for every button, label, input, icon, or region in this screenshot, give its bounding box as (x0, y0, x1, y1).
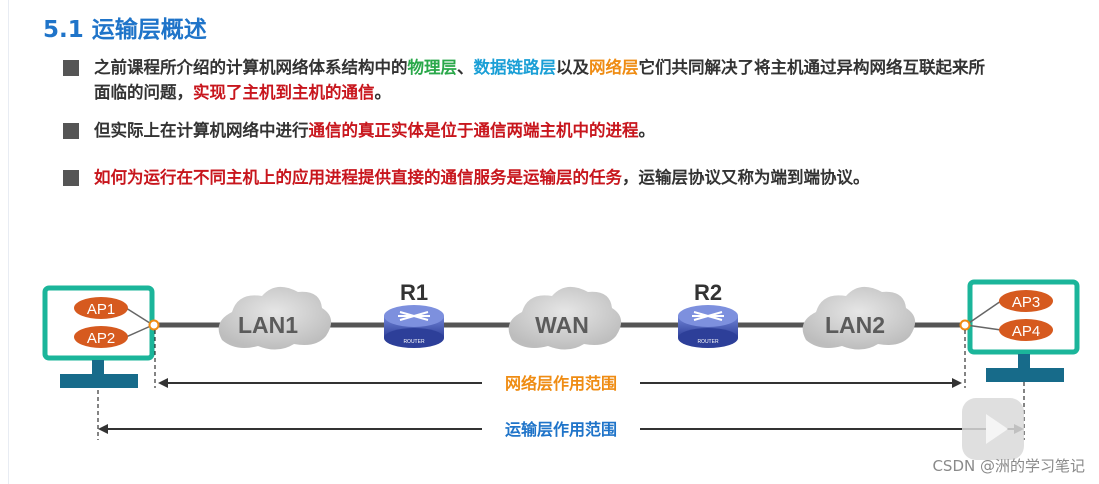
port-dot (148, 319, 160, 331)
transport-scope-label: 运输层作用范围 (505, 420, 617, 439)
bullet-1-segment: 数据链路层 (473, 58, 557, 77)
cloud-lan1-label: LAN1 (238, 312, 298, 338)
router-r1-badge: ROUTER (403, 339, 425, 345)
router-r1: R1 ROUTER (384, 280, 444, 348)
cloud-lan2-label: LAN2 (825, 312, 885, 338)
port-dot (959, 319, 971, 331)
play-icon (986, 414, 1008, 444)
router-r2-badge: ROUTER (697, 339, 719, 345)
bullet-2: 但实际上在计算机网络中进行通信的真正实体是位于通信两端主机中的进程。 (63, 118, 998, 143)
bullet-1-segment: 以及 (556, 58, 589, 77)
transport-scope-arrow: 运输层作用范围 (98, 420, 1024, 439)
bullet-1-segment: 物理层 (407, 58, 458, 77)
bullet-square-icon (63, 170, 79, 186)
bullet-square-icon (63, 123, 79, 139)
bullet-2-segment: 但实际上在计算机网络中进行 (94, 121, 309, 140)
bullet-3-segment: ，运输层协议又称为端到端协议。 (622, 168, 870, 187)
bullet-3: 如何为运行在不同主机上的应用进程提供直接的通信服务是运输层的任务，运输层协议又称… (63, 165, 998, 190)
bullet-2-text: 但实际上在计算机网络中进行通信的真正实体是位于通信两端主机中的进程。 (63, 118, 998, 143)
cloud-wan-label: WAN (535, 312, 589, 338)
bullet-1-segment: 实现了主机到主机的通信 (193, 83, 375, 102)
left-border-line (8, 0, 9, 484)
process-ap3-label: AP3 (1012, 294, 1040, 311)
bullet-3-text: 如何为运行在不同主机上的应用进程提供直接的通信服务是运输层的任务，运输层协议又称… (63, 165, 998, 190)
cloud-lan1: LAN1 (218, 286, 332, 350)
bullet-1-segment: 之前课程所介绍的计算机网络体系结构中的 (94, 58, 408, 77)
router-r1-label: R1 (400, 280, 428, 305)
host-right: AP3 AP4 (959, 279, 1080, 382)
process-ap1 (74, 297, 128, 319)
network-scope-arrow: 网络层作用范围 (158, 374, 962, 393)
cloud-wan: WAN (508, 286, 622, 350)
bullet-1-segment: 网络层 (589, 58, 639, 77)
process-ap2-label: AP2 (87, 330, 115, 347)
bullet-2-segment: 。 (638, 121, 656, 140)
page-title: 5.1 运输层概述 (43, 17, 207, 43)
router-r2-label: R2 (694, 280, 722, 305)
cloud-lan2: LAN2 (802, 286, 916, 350)
process-ap1-label: AP1 (87, 301, 115, 318)
bullet-3-segment: 如何为运行在不同主机上的应用进程提供直接的通信服务是运输层的任务 (94, 168, 622, 187)
bullet-1-text: 之前课程所介绍的计算机网络体系结构中的物理层、数据链路层以及网络层它们共同解决了… (63, 55, 998, 105)
play-button[interactable] (962, 398, 1024, 460)
process-ap4 (999, 319, 1053, 341)
router-r2: R2 ROUTER (678, 280, 738, 348)
bullet-square-icon (63, 60, 79, 76)
network-scope-label: 网络层作用范围 (505, 374, 617, 393)
watermark: CSDN @洲的学习笔记 (932, 457, 1085, 475)
process-ap2 (74, 326, 128, 348)
bullet-1: 之前课程所介绍的计算机网络体系结构中的物理层、数据链路层以及网络层它们共同解决了… (63, 55, 998, 105)
process-ap3 (999, 290, 1053, 312)
bullet-1-segment: 、 (457, 58, 474, 77)
bullet-2-segment: 通信的真正实体是位于通信两端主机中的进程 (308, 121, 639, 140)
host-left: AP1 AP2 (42, 285, 160, 388)
bullet-1-segment: 。 (374, 83, 392, 102)
bullet-1-segment: 它们共同解决了将主机通过异构网络互联起来所面临的问题， (94, 58, 985, 102)
process-ap4-label: AP4 (1012, 323, 1040, 340)
